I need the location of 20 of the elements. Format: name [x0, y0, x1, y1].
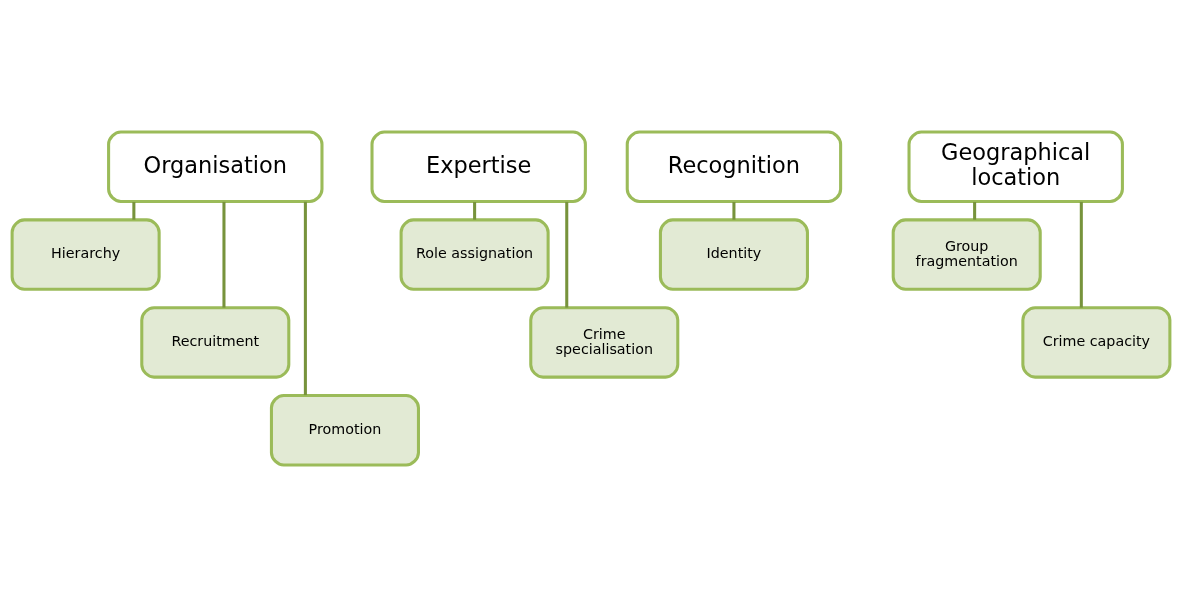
connector [973, 201, 977, 220]
connector [303, 201, 307, 395]
connector [1079, 201, 1083, 308]
node-box: Crime capacity [1021, 305, 1172, 379]
connector [565, 201, 569, 308]
connector [473, 201, 477, 220]
node-box: Organisation [107, 130, 324, 203]
node-box: Promotion [269, 393, 420, 466]
node-box: Identity [658, 217, 809, 291]
node-box: Group fragmentation [891, 217, 1042, 291]
node-box: Geographical location [907, 130, 1124, 203]
node-box: Hierarchy [10, 217, 161, 291]
node-box: Recruitment [140, 305, 291, 379]
node-box: Recognition [625, 130, 843, 203]
connector [732, 201, 736, 220]
connector [222, 201, 226, 308]
node-box: Crime specialisation [529, 305, 680, 379]
node-box: Role assignation [399, 217, 550, 291]
node-box: Expertise [370, 130, 587, 203]
connector [132, 201, 136, 220]
